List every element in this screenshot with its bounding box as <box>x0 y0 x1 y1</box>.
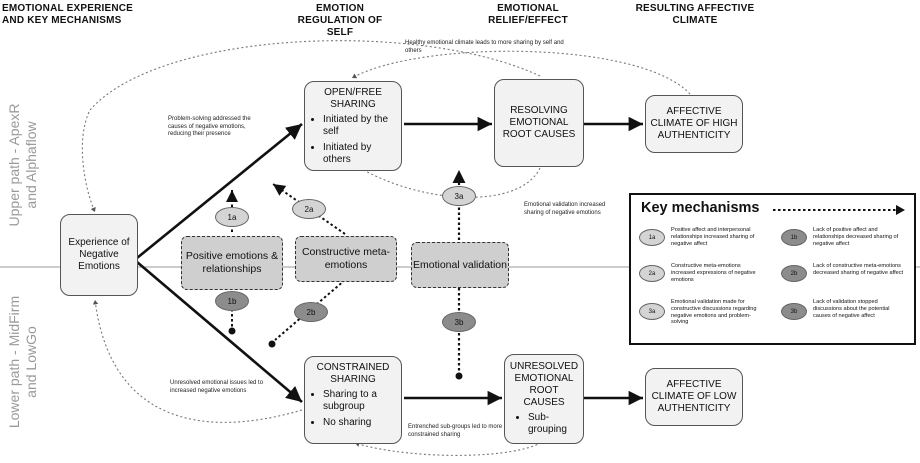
legend-oval-2a: 2a <box>639 265 665 282</box>
mechanism-positive-label: Positive emotions & relationships <box>185 250 279 275</box>
upper-path-label: Upper path - ApexR and Alphaflow <box>6 103 39 227</box>
arrow-to-constrained-sharing <box>136 261 303 403</box>
legend-oval-2b: 2b <box>781 265 807 282</box>
loop-entrenched <box>354 439 546 456</box>
note-healthy-climate: Healthy emotional climate leads to more … <box>405 40 564 54</box>
mechanism-oval-3a: 3a <box>442 186 476 206</box>
constrained-sharing-item: Sharing to a subgroup <box>323 389 397 413</box>
mechanism-oval-1a: 1a <box>215 207 249 227</box>
legend-title: Key mechanisms <box>641 200 760 216</box>
high-authenticity-box: AFFECTIVE CLIMATE OF HIGH AUTHENTICITY <box>645 95 743 153</box>
key-mechanisms-legend: Key mechanisms 1a Positive affect and in… <box>629 193 916 345</box>
constrained-sharing-box: CONSTRAINED SHARING Sharing to a subgrou… <box>304 356 402 444</box>
legend-text-1a: Positive affect and interpersonal relati… <box>671 227 755 247</box>
header-resulting-climate: RESULTING AFFECTIVE CLIMATE <box>635 3 755 26</box>
mechanism-oval-3b: 3b <box>442 312 476 332</box>
mechanism-positive-emotions: Positive emotions & relationships <box>181 236 283 290</box>
mechanism-oval-2a: 2a <box>292 199 326 219</box>
mechanism-oval-1b: 1b <box>215 291 249 311</box>
header-emotional-experience: EMOTIONAL EXPERIENCE AND KEY MECHANISMS <box>2 3 134 26</box>
legend-oval-1a: 1a <box>639 229 665 246</box>
legend-oval-3a: 3a <box>639 303 665 320</box>
open-sharing-title: OPEN/FREE SHARING <box>324 87 382 110</box>
experience-box: Experience of Negative Emotions <box>60 214 138 296</box>
header-emotional-relief: EMOTIONAL RELIEF/EFFECT <box>488 3 568 26</box>
constrained-sharing-item: No sharing <box>323 417 397 429</box>
experience-box-label: Experience of Negative Emotions <box>68 237 130 272</box>
lower-path-label: Lower path - MidFirm and LowGo <box>6 295 39 429</box>
legend-text-3b: Lack of validation stopped discussions a… <box>813 299 890 319</box>
note-entrenched-subgroups: Entrenched sub-groups led to more constr… <box>408 424 503 438</box>
note-problem-solving: Problem-solving addressed the causes of … <box>168 116 251 137</box>
unresolved-item: Sub-grouping <box>528 412 580 436</box>
legend-text-3a: Emotional validation made for constructi… <box>671 299 757 326</box>
mechanism-constructive: Constructive meta-emotions <box>295 236 397 282</box>
note-emotional-validation: Emotional validation increased sharing o… <box>524 202 606 216</box>
open-sharing-item: Initiated by the self <box>323 114 397 138</box>
note-unresolved-issues: Unresolved emotional issues led to incre… <box>170 380 264 394</box>
mechanism-validation: Emotional validation <box>411 242 509 288</box>
arrow-to-open-sharing <box>136 122 303 260</box>
mechanism-validation-label: Emotional validation <box>413 258 507 271</box>
unresolved-list: Sub-grouping <box>508 412 580 436</box>
loop-unresolved <box>92 299 303 423</box>
low-authenticity-box: AFFECTIVE CLIMATE OF LOW AUTHENTICITY <box>645 368 743 426</box>
legend-text-2b: Lack of constructive meta-emotions decre… <box>813 263 904 276</box>
unresolved-box: UNRESOLVED EMOTIONAL ROOT CAUSES Sub-gro… <box>504 354 584 444</box>
header-emotion-regulation: EMOTION REGULATION OF SELF <box>297 3 383 38</box>
mech-stop-3b <box>455 372 463 380</box>
constrained-sharing-title: CONSTRAINED SHARING <box>316 362 390 385</box>
resolving-box: RESOLVING EMOTIONAL ROOT CAUSES <box>494 79 584 167</box>
mech-stop-2b <box>268 340 276 348</box>
unresolved-label: UNRESOLVED EMOTIONAL ROOT CAUSES <box>509 361 579 408</box>
loop-outer-top <box>81 40 541 213</box>
constrained-sharing-list: Sharing to a subgroup No sharing <box>309 389 397 429</box>
legend-text-2a: Constructive meta-emotions increased exp… <box>671 263 756 283</box>
loop-problem-solving <box>354 164 541 198</box>
low-authenticity-label: AFFECTIVE CLIMATE OF LOW AUTHENTICITY <box>651 379 737 414</box>
mechanism-oval-2b: 2b <box>294 302 328 322</box>
mechanism-constructive-label: Constructive meta-emotions <box>301 246 391 271</box>
high-authenticity-label: AFFECTIVE CLIMATE OF HIGH AUTHENTICITY <box>650 106 738 141</box>
legend-oval-3b: 3b <box>781 303 807 320</box>
open-sharing-box: OPEN/FREE SHARING Initiated by the self … <box>304 81 402 171</box>
mech-stop-1b <box>228 327 236 335</box>
legend-arrow <box>773 205 905 215</box>
open-sharing-list: Initiated by the self Initiated by other… <box>309 114 397 166</box>
legend-text-1b: Lack of positive affect and relationship… <box>813 227 899 247</box>
resolving-label: RESOLVING EMOTIONAL ROOT CAUSES <box>502 105 576 140</box>
open-sharing-item: Initiated by others <box>323 142 397 166</box>
legend-oval-1b: 1b <box>781 229 807 246</box>
